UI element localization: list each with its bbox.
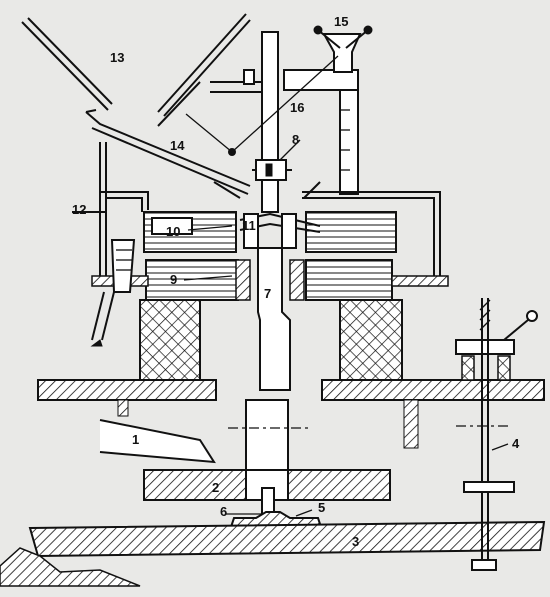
rynd <box>239 212 321 249</box>
callout-5: 5 <box>318 500 325 515</box>
callout-8: 8 <box>292 132 299 147</box>
callout-12: 12 <box>72 202 86 217</box>
stone-spindle <box>257 247 291 391</box>
callout-14: 14 <box>170 138 185 153</box>
callout-11: 11 <box>242 218 256 233</box>
hopper <box>21 13 251 127</box>
callout-2: 2 <box>212 480 219 495</box>
damsel-cord <box>185 55 339 156</box>
lever <box>99 419 216 464</box>
meal-spout <box>72 211 136 347</box>
callout-6: 6 <box>220 504 227 519</box>
callout-7: 7 <box>264 286 271 301</box>
tentering-handwheel[interactable] <box>313 25 373 73</box>
stone-vat <box>99 142 441 282</box>
runner-stone <box>143 211 397 253</box>
support-piers <box>139 299 403 381</box>
callout-3: 3 <box>352 534 359 549</box>
bridge-tree <box>0 520 546 587</box>
callout-15: 15 <box>334 14 348 29</box>
tentering-screw[interactable] <box>455 298 538 571</box>
feed-shoe <box>85 109 251 195</box>
feed-spouts <box>213 181 321 199</box>
callout-10: 10 <box>166 224 180 239</box>
callout-1: 1 <box>132 432 139 447</box>
callout-13: 13 <box>110 50 124 65</box>
callout-16: 16 <box>290 100 304 115</box>
spindle-coupling <box>252 159 292 181</box>
callout-4: 4 <box>512 436 520 451</box>
tentering-post <box>283 69 359 195</box>
callout-9: 9 <box>170 272 177 287</box>
